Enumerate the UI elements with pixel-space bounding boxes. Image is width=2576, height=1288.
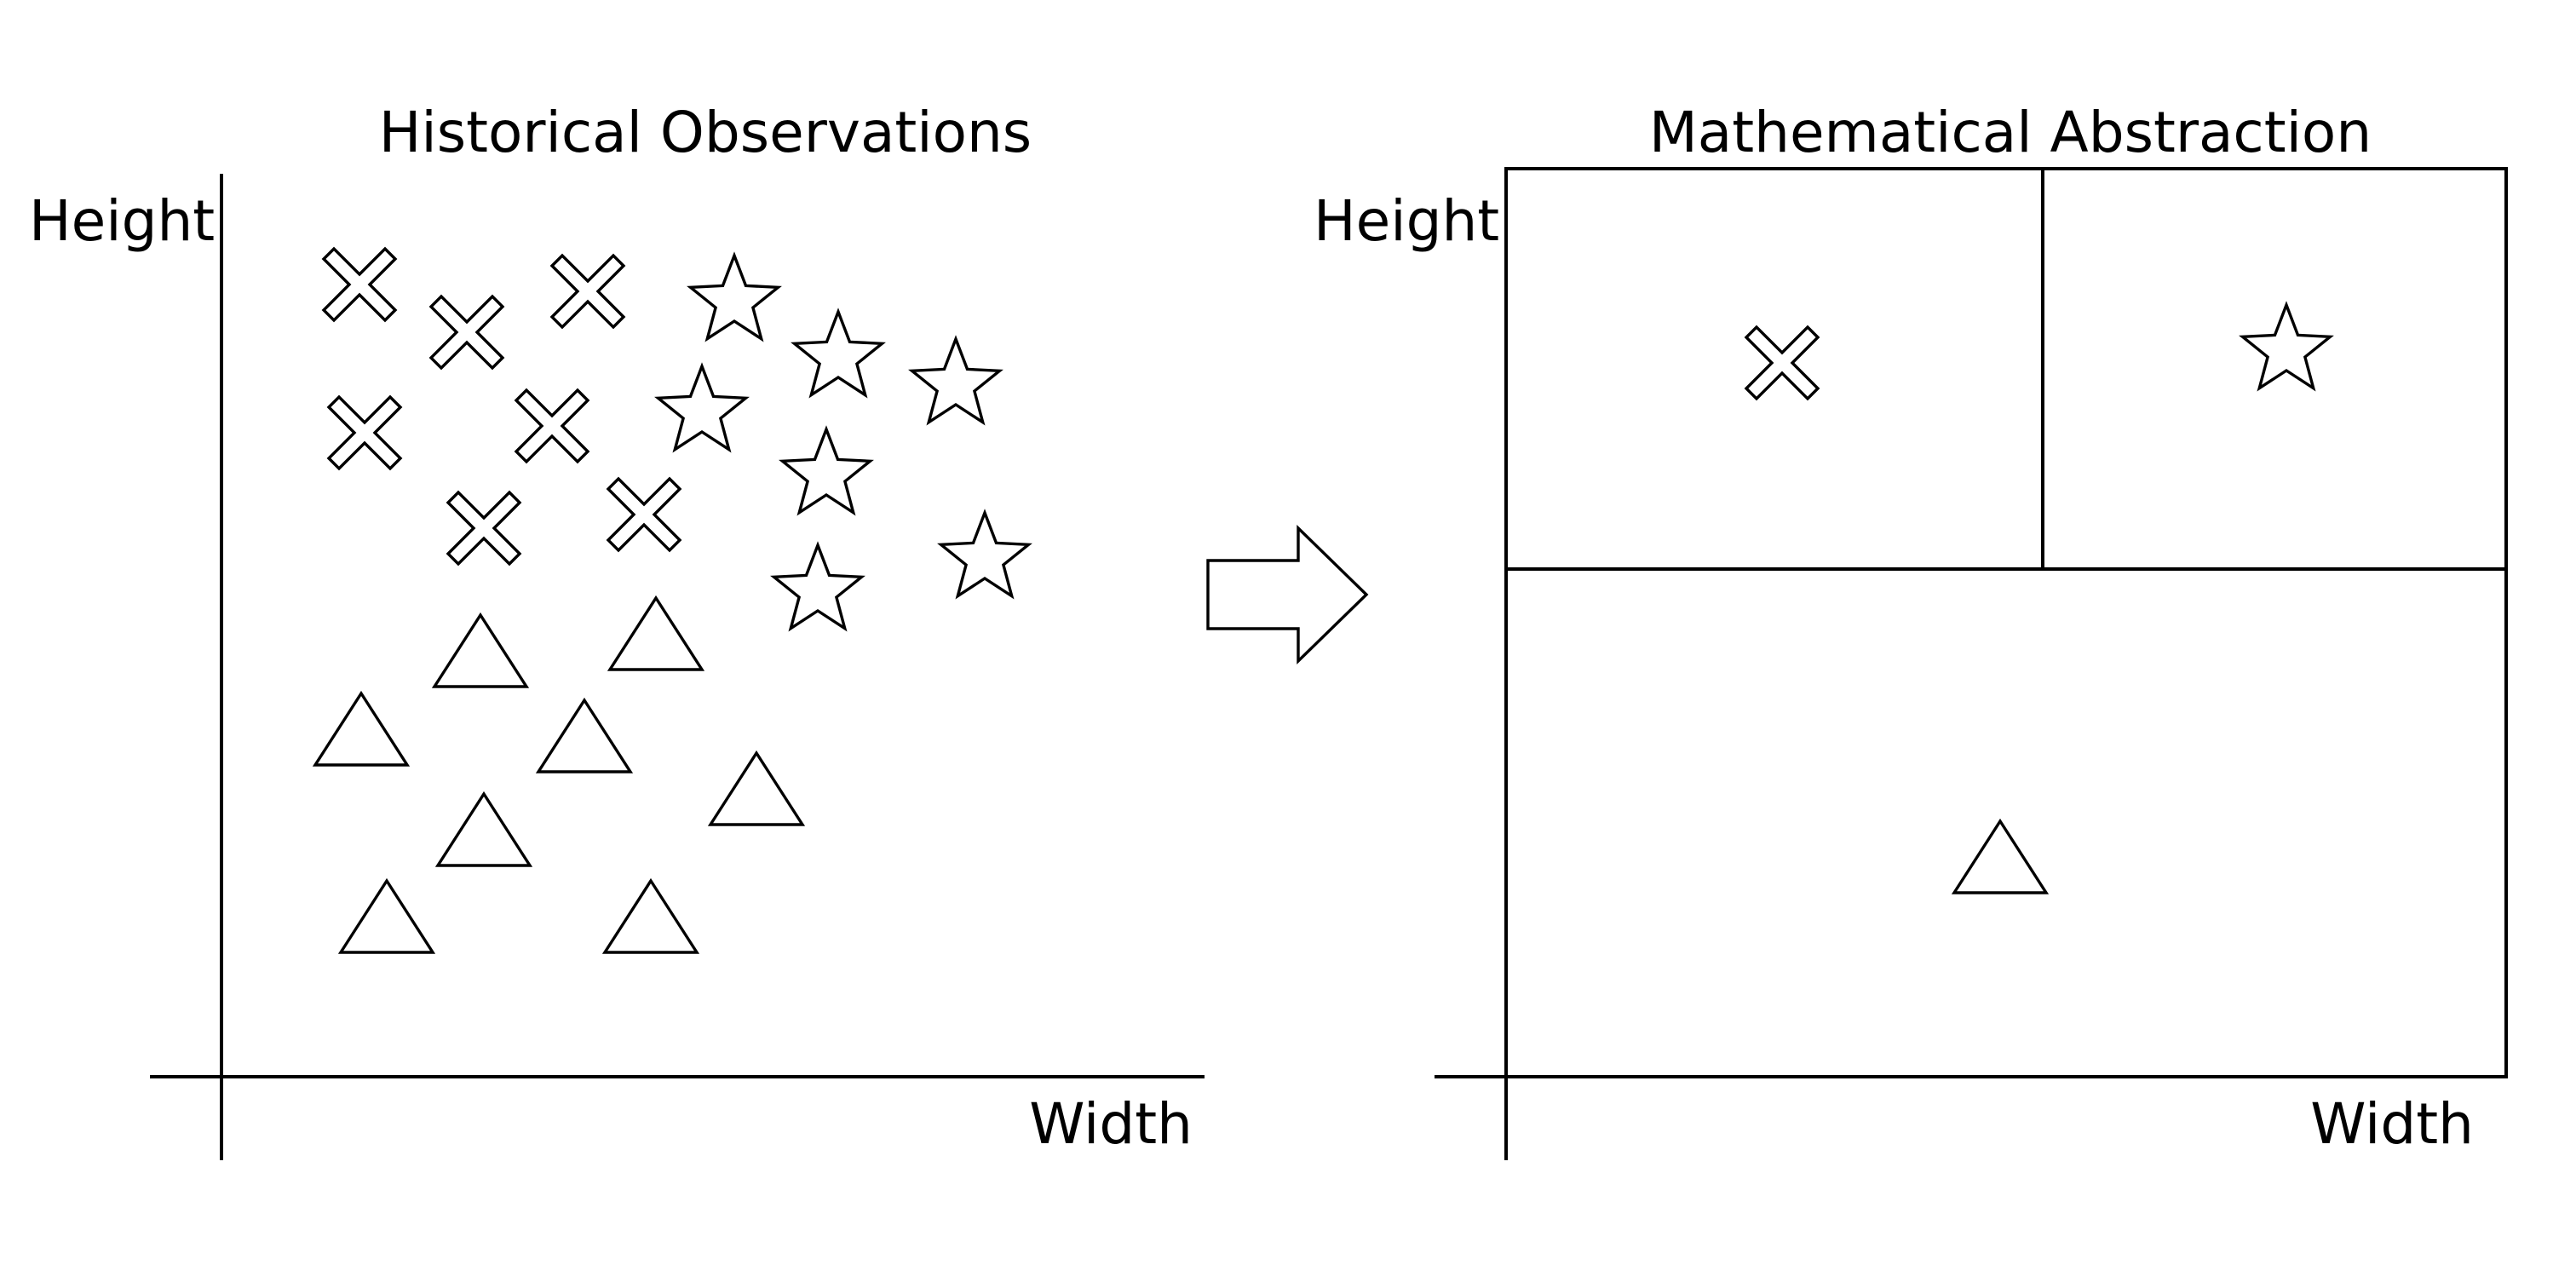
star-marker — [654, 362, 750, 453]
left-observation-markers — [312, 246, 1032, 954]
right-panel: Mathematical Abstraction Height Width — [1314, 100, 2508, 1160]
triangle-marker — [434, 791, 533, 867]
star-marker — [779, 425, 874, 516]
triangle-marker — [607, 595, 705, 671]
abstraction-frame — [1504, 167, 2508, 1078]
star-marker — [937, 509, 1032, 600]
triangle-marker — [337, 877, 436, 954]
triangle-marker — [312, 690, 411, 767]
right-panel-title: Mathematical Abstraction — [1649, 100, 2372, 165]
right-arrow-icon — [1206, 524, 1369, 665]
triangle-marker — [431, 612, 530, 688]
right-y-axis-label: Height — [1314, 188, 1499, 254]
triangle-region-triangle-marker — [1951, 818, 2050, 894]
star-region-star-marker — [2239, 301, 2334, 392]
left-x-axis-label: Width — [1029, 1091, 1193, 1157]
cross-marker — [326, 394, 403, 471]
triangle-marker — [535, 697, 634, 773]
cross-marker — [549, 253, 626, 330]
triangle-marker — [707, 750, 806, 826]
star-marker — [770, 541, 865, 632]
left-panel: Historical Observations Height Width — [29, 100, 1205, 1160]
triangle-marker — [601, 877, 700, 954]
left-y-axis-label: Height — [29, 188, 215, 254]
cross-region-cross-marker — [1744, 325, 1820, 401]
cross-marker — [321, 246, 398, 323]
cross-marker — [446, 490, 522, 566]
cross-marker — [606, 476, 682, 553]
right-x-axis-label: Width — [2310, 1091, 2474, 1157]
left-panel-title: Historical Observations — [379, 100, 1032, 165]
cross-marker — [428, 294, 505, 371]
star-marker — [791, 308, 886, 399]
star-marker — [908, 335, 1003, 426]
star-marker — [687, 251, 782, 342]
transformation-arrow — [1206, 524, 1369, 665]
region-markers — [1744, 301, 2334, 894]
cross-marker — [514, 388, 590, 464]
